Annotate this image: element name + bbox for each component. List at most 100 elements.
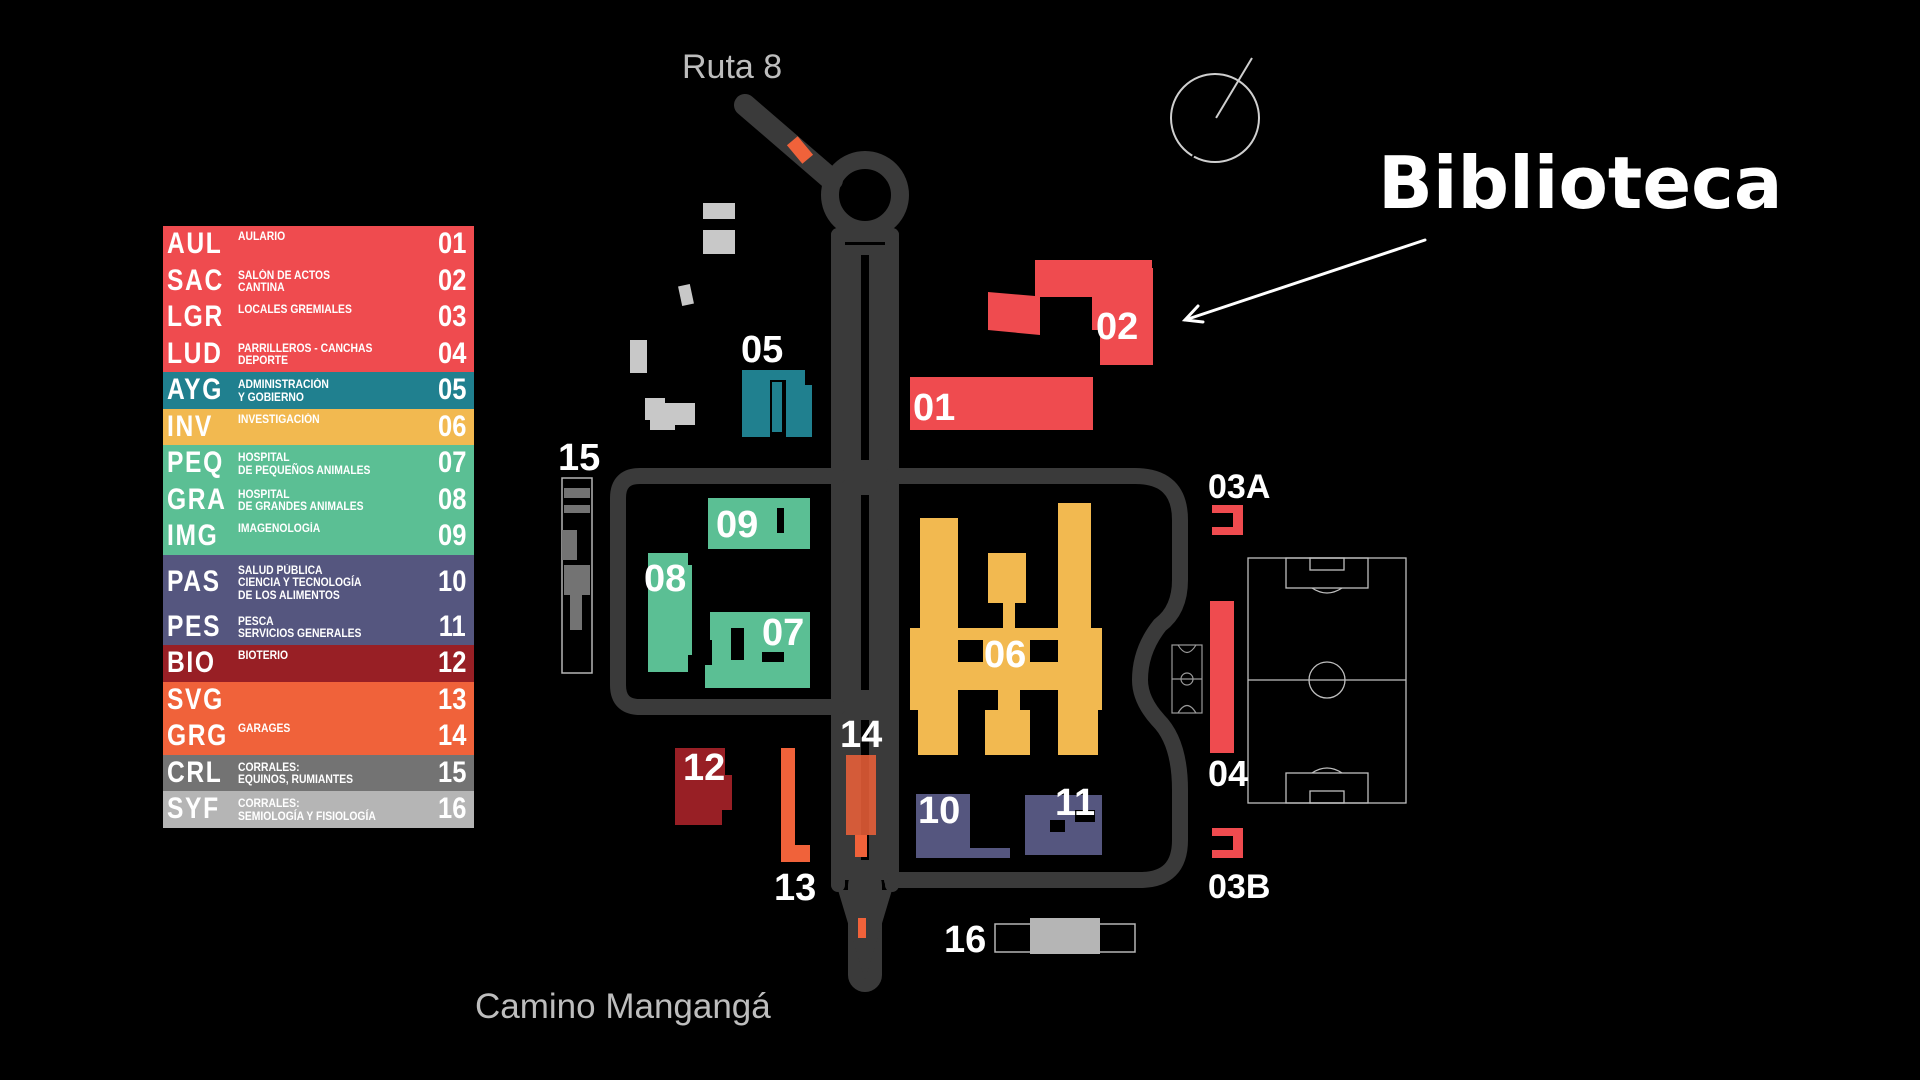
legend-number: 05 [437,373,466,407]
building-14-annex [855,835,867,857]
label-07: 07 [762,612,804,654]
legend-code: IMG [167,519,219,553]
legend-number: 12 [437,646,466,680]
legend-number: 08 [437,482,466,516]
legend-number: 11 [439,609,466,643]
legend-number: 01 [437,227,466,261]
building-15 [561,477,593,674]
legend-number: 15 [437,755,466,789]
legend-code: LUD [167,336,223,370]
building-11-notch [1075,810,1095,822]
label-03b: 03B [1208,868,1270,906]
label-12: 12 [683,747,725,789]
biblioteca-arrow [1181,238,1427,324]
legend-number: 10 [437,564,466,598]
building-07-notch [731,628,744,660]
building-16 [994,918,1136,954]
label-02: 02 [1096,306,1138,348]
legend-code: CRL [167,755,223,789]
label-01: 01 [913,387,955,429]
legend-code: GRA [167,482,227,516]
legend-number: 03 [437,300,466,334]
legend-number: 14 [437,719,466,753]
building-13 [781,748,810,862]
legend-code: AUL [167,227,223,261]
legend-number: 06 [437,409,466,443]
legend-description: BIOTERIO [238,650,289,662]
biblioteca-callout: Biblioteca [1378,141,1782,225]
legend-number: 16 [437,792,466,826]
building-03b [1212,828,1243,858]
building-02 [988,260,1153,365]
legend-row: SYF CORRALES:SEMIOLOGÍA Y FISIOLOGÍA 16 [163,791,474,828]
legend-number: 02 [437,263,466,297]
building-06-courtyard [1030,640,1058,662]
building-03a [1212,505,1243,535]
legend-description: CORRALES:EQUINOS, RUMIANTES [238,761,354,787]
label-10: 10 [918,790,960,832]
legend-code: PES [167,609,222,643]
building-14 [846,755,876,835]
label-04: 04 [1208,753,1248,794]
legend-number: 13 [437,682,466,716]
legend-row: INV INVESTIGACIÓN 06 [163,408,474,445]
legend-code: PEQ [167,446,224,480]
label-09: 09 [716,504,758,546]
label-11: 11 [1055,782,1095,824]
building-11-notch [1050,820,1065,832]
legend-row: LGR LOCALES GREMIALES 03 [163,299,474,336]
soccer-field [1247,557,1407,804]
label-14: 14 [840,714,882,756]
legend-number: 09 [437,519,466,553]
legend-row: IMG IMAGENOLOGÍA 09 [163,518,474,555]
building-01 [910,377,1093,430]
legend-code: SYF [167,792,220,826]
legend-description: GARAGES [238,723,291,735]
building-12 [675,748,732,825]
gate-marker [858,918,866,938]
minor-structures [630,203,735,430]
building-08 [648,553,692,672]
legend-code: BIO [167,646,216,680]
road-label-camino-manganga: Camino Mangangá [475,987,771,1026]
label-06: 06 [984,634,1026,676]
legend-description: CORRALES:SEMIOLOGÍA Y FISIOLOGÍA [238,798,376,823]
label-05: 05 [741,329,783,371]
legend-code: GRG [167,719,228,753]
building-06-courtyard [958,690,998,710]
legend-description: INVESTIGACIÓN [238,413,320,426]
legend-code: LGR [167,300,224,334]
label-03a: 03A [1208,468,1270,506]
map-labels: 01 02 03A 03B 04 05 06 07 08 09 10 11 12… [558,306,1270,961]
building-06-courtyard [1020,690,1058,710]
label-08: 08 [644,558,686,600]
legend-number: 04 [437,336,466,370]
legend-row: CRL CORRALES:EQUINOS, RUMIANTES 15 [163,754,474,791]
legend-code: PAS [167,564,221,598]
legend-code: INV [167,409,213,443]
gate-marker [786,136,814,164]
label-16: 16 [944,919,986,961]
building-09 [708,498,810,549]
legend-code: SVG [167,682,224,716]
legend-row: SVG 13 [163,681,474,718]
legend-code: SAC [167,263,224,297]
building-10 [916,794,1010,858]
basketball-court [1171,644,1203,714]
label-13: 13 [774,867,816,909]
